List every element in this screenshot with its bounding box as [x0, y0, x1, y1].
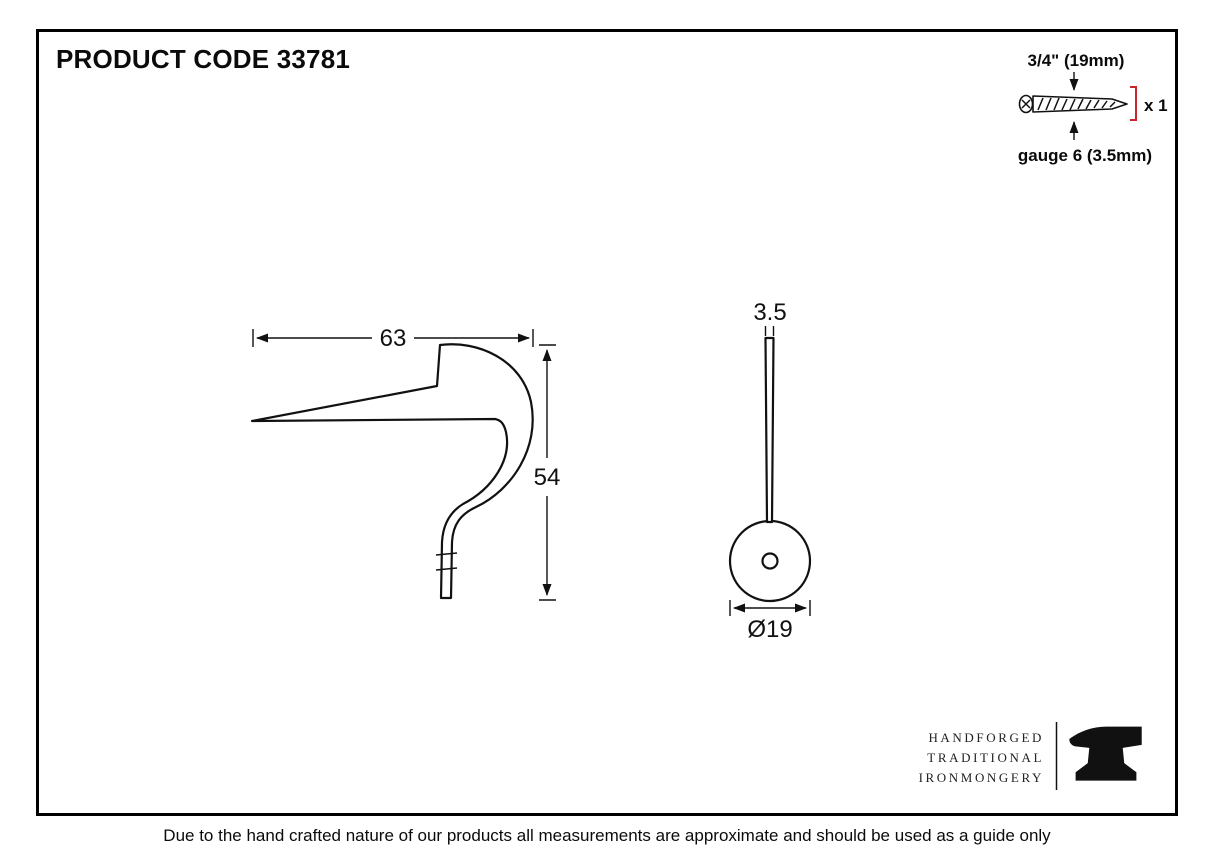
- diameter-extension-ticks: [729, 600, 811, 616]
- width-extension-ticks: [252, 329, 534, 347]
- screw-length-label: 3/4" (19mm): [1028, 51, 1125, 70]
- brand-block: HANDFORGED TRADITIONAL IRONMONGERY: [919, 722, 1142, 790]
- anvil-logo-icon: [1069, 726, 1142, 781]
- fixing-hole: [761, 552, 779, 570]
- screw-thread-hatching: [1037, 97, 1116, 111]
- diameter-dim-label: Ø19: [747, 616, 792, 643]
- pin-width-ticks: [764, 326, 775, 336]
- border-frame: [36, 29, 1178, 816]
- pin-width-label: 3.5: [753, 299, 786, 326]
- height-dim-label: 54: [534, 464, 561, 491]
- screw-head-slot: [1021, 99, 1031, 109]
- stay-pin-profile-outline: [250, 343, 534, 600]
- brand-line-2: TRADITIONAL: [927, 750, 1044, 765]
- height-extension-ticks: [539, 344, 556, 601]
- stem-break-marks: [435, 552, 458, 571]
- side-view-drawing: 63 54: [250, 325, 561, 601]
- product-code-title: PRODUCT CODE 33781: [56, 44, 351, 74]
- brand-line-1: HANDFORGED: [928, 730, 1044, 745]
- front-view-drawing: 3.5 Ø19: [728, 299, 812, 643]
- screw-illustration: 3/4" (19mm) x 1 gauge 6 (3.5mm): [1018, 51, 1168, 165]
- quantity-bracket: [1130, 86, 1137, 121]
- width-dim-label: 63: [380, 325, 407, 352]
- screw-gauge-label: gauge 6 (3.5mm): [1018, 146, 1152, 165]
- disclaimer-text: Due to the hand crafted nature of our pr…: [163, 826, 1051, 845]
- pin-front-outline: [764, 336, 775, 524]
- brand-line-3: IRONMONGERY: [919, 770, 1044, 785]
- screw-quantity-label: x 1: [1144, 96, 1168, 115]
